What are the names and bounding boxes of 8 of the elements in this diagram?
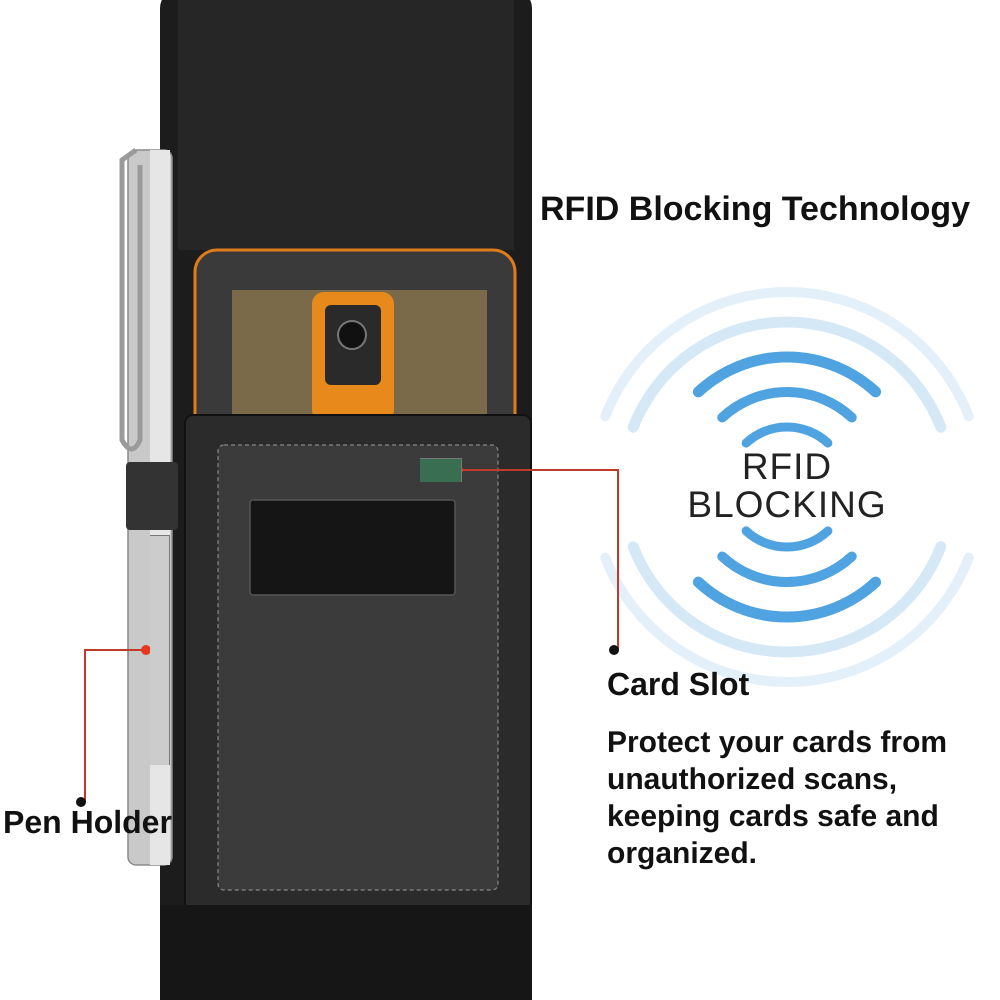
heading: RFID Blocking Technology bbox=[540, 190, 972, 229]
leader-line bbox=[76, 645, 151, 807]
callout-label: Card Slot bbox=[607, 666, 750, 703]
callout-label: Pen Holder bbox=[3, 804, 173, 841]
rfid-blocking-text: RFID BLOCKING bbox=[686, 448, 888, 524]
card-slot-pocket bbox=[420, 458, 462, 482]
pen-holder-loop bbox=[150, 535, 170, 765]
description-text: Protect your cards from unauthorized scans, keeping cards safe and organized. bbox=[607, 725, 948, 872]
